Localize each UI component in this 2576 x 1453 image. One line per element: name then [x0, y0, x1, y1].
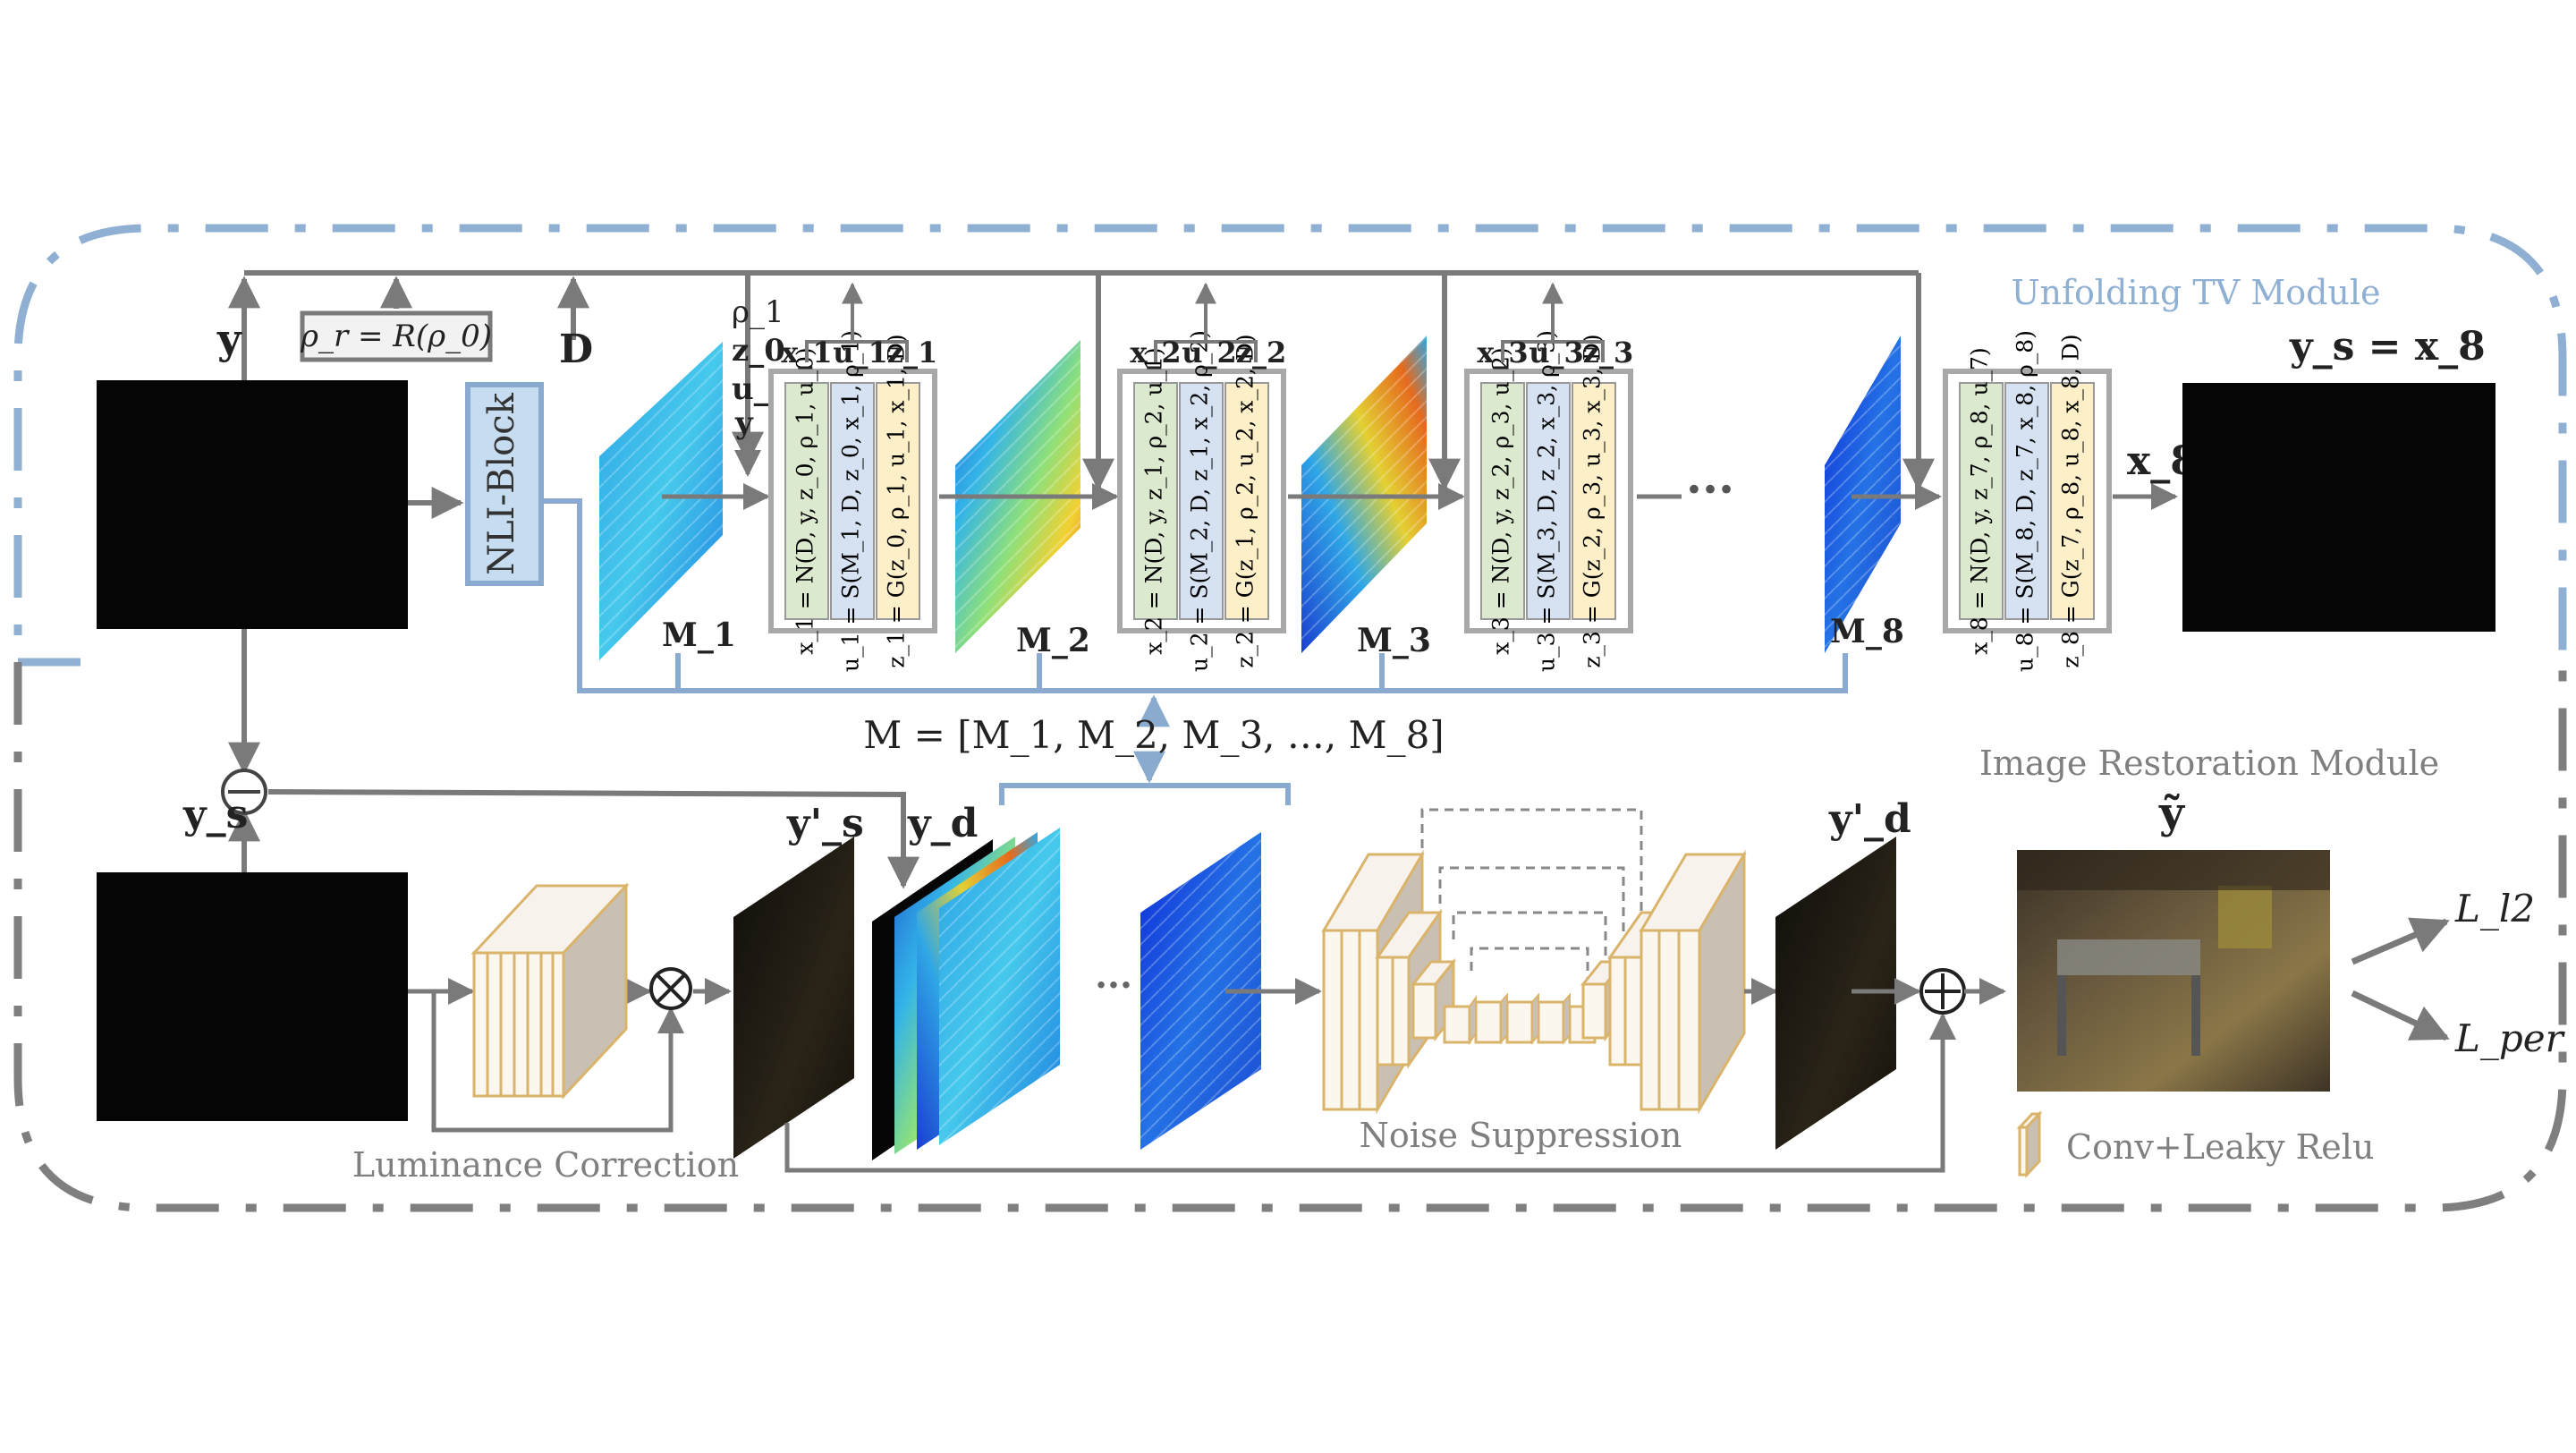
rho-r-box — [300, 310, 493, 362]
stage-1-outputs — [805, 282, 909, 362]
stage-2-out-u: u_2 — [1182, 336, 1237, 370]
y-label: y — [216, 315, 242, 363]
luminance-correction-title: Luminance Correction — [352, 1145, 739, 1185]
stage-2-out-x: x_2 — [1130, 336, 1181, 370]
top-bus — [228, 270, 1935, 491]
ys-prime-label: y'_s — [786, 801, 864, 846]
rho-r-label: ρ_r = R(ρ_0) — [300, 319, 492, 354]
stage-3-out-x: x_3 — [1477, 336, 1528, 370]
svg-text:M_3: M_3 — [1357, 622, 1431, 659]
mask-bus — [541, 498, 1848, 805]
yd-prime-label: y'_d — [1828, 796, 1911, 842]
mask-labels: M_1 M_2 M_3 M_8 — [662, 613, 1904, 659]
svg-text:u_1 = S(M_1, D, z_0, x_1, ρ_1): u_1 = S(M_1, D, z_0, x_1, ρ_1) — [838, 330, 864, 672]
stack-ellipsis: ··· — [1095, 964, 1132, 1007]
svg-text:u_2 = S(M_2, D, z_1, x_2, ρ_2): u_2 = S(M_2, D, z_1, x_2, ρ_2) — [1187, 330, 1213, 672]
ys-label: y_s — [182, 792, 248, 837]
svg-text:ρ_1: ρ_1 — [732, 294, 784, 330]
luminance-conv-stack — [470, 882, 630, 1100]
yd-prime-image — [1775, 837, 1896, 1150]
loss-l2-label: L_l2 — [2454, 887, 2535, 930]
stage-2-block: x_2 = N(D, y, z_1, ρ_2, u_1) u_2 = S(M_2… — [1117, 330, 1286, 672]
stage-1-out-z: z_1 — [887, 336, 937, 370]
unfolding-module-title: Unfolding TV Module — [2011, 273, 2380, 312]
nli-block-label: NLI-Block — [481, 392, 522, 575]
svg-text:z_3 = G(z_2, ρ_3, u_3, x_3, D): z_3 = G(z_2, ρ_3, u_3, x_3, D) — [1580, 334, 1606, 667]
stage-1-out-x: x_1 — [781, 336, 832, 370]
svg-text:x_2 = N(D, y, z_1, ρ_2, u_1): x_2 = N(D, y, z_1, ρ_2, u_1) — [1141, 347, 1167, 654]
d-label: D — [559, 327, 593, 372]
svg-text:u_8 = S(M_8, D, z_7, x_8, ρ_8): u_8 = S(M_8, D, z_7, x_8, ρ_8) — [2012, 330, 2038, 672]
stage-3-block: x_3 = N(D, y, z_2, ρ_3, u_2) u_3 = S(M_3… — [1464, 330, 1633, 672]
svg-text:x_8 = N(D, y, z_7, ρ_8, u_7): x_8 = N(D, y, z_7, ρ_8, u_7) — [1967, 347, 1993, 654]
restoration-module-frame — [13, 662, 2567, 1212]
conv-legend: Conv+Leaky Relu — [2016, 1110, 2374, 1178]
stage-3-outputs — [1501, 282, 1605, 362]
stage-3-out-u: u_3 — [1529, 336, 1584, 370]
svg-text:x_3 = N(D, y, z_2, ρ_3, u_2): x_3 = N(D, y, z_2, ρ_3, u_2) — [1488, 347, 1514, 654]
ytilde-label: ỹ — [2158, 788, 2186, 838]
restored-image — [2017, 850, 2330, 1092]
luminance-correction-links — [408, 978, 732, 1133]
stage-2-outputs — [1154, 282, 1258, 362]
m-equation: M = [M_1, M_2, M_3, …, M_8] — [863, 713, 1444, 757]
input-image-y — [97, 380, 408, 629]
unfolding-module-frame — [13, 224, 2567, 667]
noise-suppression-title: Noise Suppression — [1360, 1116, 1682, 1155]
svg-text:M_8: M_8 — [1830, 613, 1904, 650]
stage-1-out-u: u_1 — [833, 336, 888, 370]
svg-text:z_1 = G(z_0, ρ_1, u_1, x_1, D): z_1 = G(z_0, ρ_1, u_1, x_1, D) — [884, 334, 910, 667]
stage-3-out-z: z_3 — [1583, 336, 1633, 370]
svg-text:z_2 = G(z_1, ρ_2, u_2, x_2, D): z_2 = G(z_1, ρ_2, u_2, x_2, D) — [1233, 334, 1258, 667]
svg-text:x_1 = N(D, y, z_0, ρ_1, u_0): x_1 = N(D, y, z_0, ρ_1, u_0) — [792, 347, 818, 654]
noise-suppression-unet — [1321, 808, 1747, 1115]
svg-text:z_8 = G(z_7, ρ_8, u_8, x_8, D): z_8 = G(z_7, ρ_8, u_8, x_8, D) — [2058, 334, 2084, 667]
loss-per-label: L_per — [2454, 1016, 2566, 1060]
stage-1-block: x_1 = N(D, y, z_0, ρ_1, u_0) u_1 = S(M_1… — [768, 330, 937, 672]
output-image-ys — [2182, 383, 2496, 632]
conv-legend-label: Conv+Leaky Relu — [2066, 1127, 2374, 1167]
svg-text:y: y — [734, 405, 754, 441]
nli-block[interactable] — [465, 382, 544, 586]
svg-text:z_0: z_0 — [732, 333, 785, 369]
stage-2-out-z: z_2 — [1236, 336, 1286, 370]
top-ellipsis: ··· — [1686, 463, 1734, 517]
skip-link-ys-prime — [784, 1013, 1956, 1173]
stage-8-block: x_8 = N(D, y, z_7, ρ_8, u_7) u_8 = S(M_8… — [1943, 330, 2112, 672]
yd-label: y_d — [907, 801, 978, 846]
svg-text:u_3 = S(M_3, D, z_2, x_3, ρ_3): u_3 = S(M_3, D, z_2, x_3, ρ_3) — [1534, 330, 1560, 672]
input-image-ys — [97, 872, 408, 1121]
svg-text:M_2: M_2 — [1016, 622, 1090, 659]
svg-text:M_1: M_1 — [662, 616, 736, 654]
loss-arrows — [2351, 917, 2450, 1041]
ys-subtract-links — [228, 629, 919, 889]
yd-stack: ··· — [872, 828, 1261, 1160]
ys-prime-image — [733, 837, 854, 1159]
ys-eq-x8-label: y_s = x_8 — [2289, 324, 2486, 370]
mask-map-m1 — [599, 342, 723, 660]
restoration-module-title: Image Restoration Module — [1979, 743, 2439, 783]
